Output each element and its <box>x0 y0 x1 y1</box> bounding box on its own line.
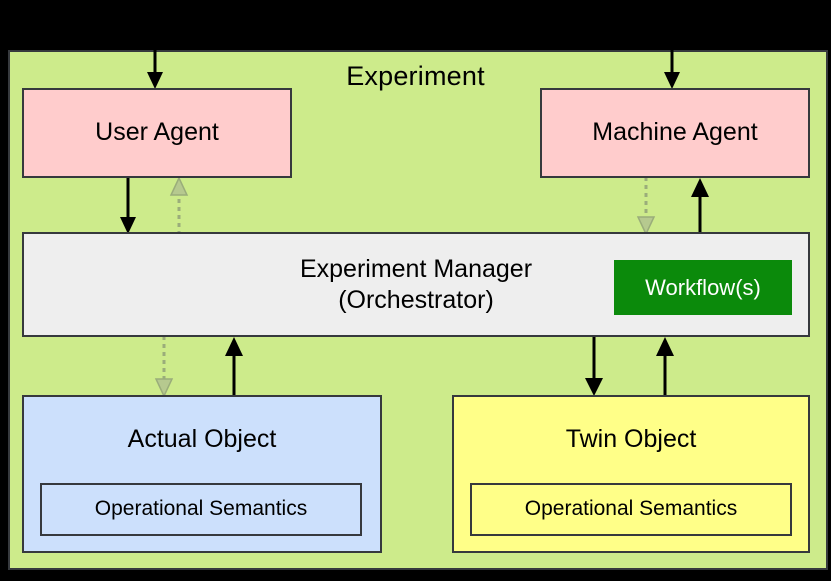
arrow-user-agent-to-manager <box>112 177 144 235</box>
node-workflows[interactable]: Workflow(s) <box>614 260 792 315</box>
node-actual-object[interactable]: Actual Object Operational Semantics <box>22 395 382 553</box>
arrow-external-to-user-agent <box>139 38 171 90</box>
arrow-manager-to-machine-agent <box>630 177 662 236</box>
node-actual-object-operational-semantics[interactable]: Operational Semantics <box>40 483 362 536</box>
node-user-agent-label: User Agent <box>95 118 219 147</box>
arrow-machine-agent-to-manager <box>684 177 716 235</box>
experiment-panel-title: Experiment <box>346 61 485 91</box>
node-experiment-manager-label: Experiment Manager (Orchestrator) <box>24 234 808 335</box>
node-actual-object-label: Actual Object <box>127 425 277 453</box>
arrow-twin-object-to-manager <box>649 336 681 398</box>
node-user-agent[interactable]: User Agent <box>22 88 292 178</box>
arrow-manager-to-actual-object <box>148 336 180 398</box>
node-experiment-manager-line2: (Orchestrator) <box>338 285 494 314</box>
node-experiment-manager[interactable]: Experiment Manager (Orchestrator) Workfl… <box>22 232 810 337</box>
node-machine-agent[interactable]: Machine Agent <box>540 88 810 178</box>
node-twin-object-label: Twin Object <box>565 425 697 453</box>
node-twin-object[interactable]: Twin Object Operational Semantics <box>452 395 810 553</box>
node-workflows-label: Workflow(s) <box>645 274 761 300</box>
node-twin-object-operational-semantics-label: Operational Semantics <box>524 497 738 521</box>
arrow-external-to-machine-agent <box>656 38 688 90</box>
node-twin-object-operational-semantics[interactable]: Operational Semantics <box>470 483 792 536</box>
node-actual-object-operational-semantics-label: Operational Semantics <box>94 497 308 521</box>
node-machine-agent-label: Machine Agent <box>592 118 758 147</box>
arrow-manager-to-user-agent <box>163 176 195 235</box>
arrow-actual-object-to-manager <box>218 336 250 398</box>
node-experiment-manager-line1: Experiment Manager <box>299 255 533 283</box>
arrow-manager-to-twin-object <box>578 336 610 398</box>
